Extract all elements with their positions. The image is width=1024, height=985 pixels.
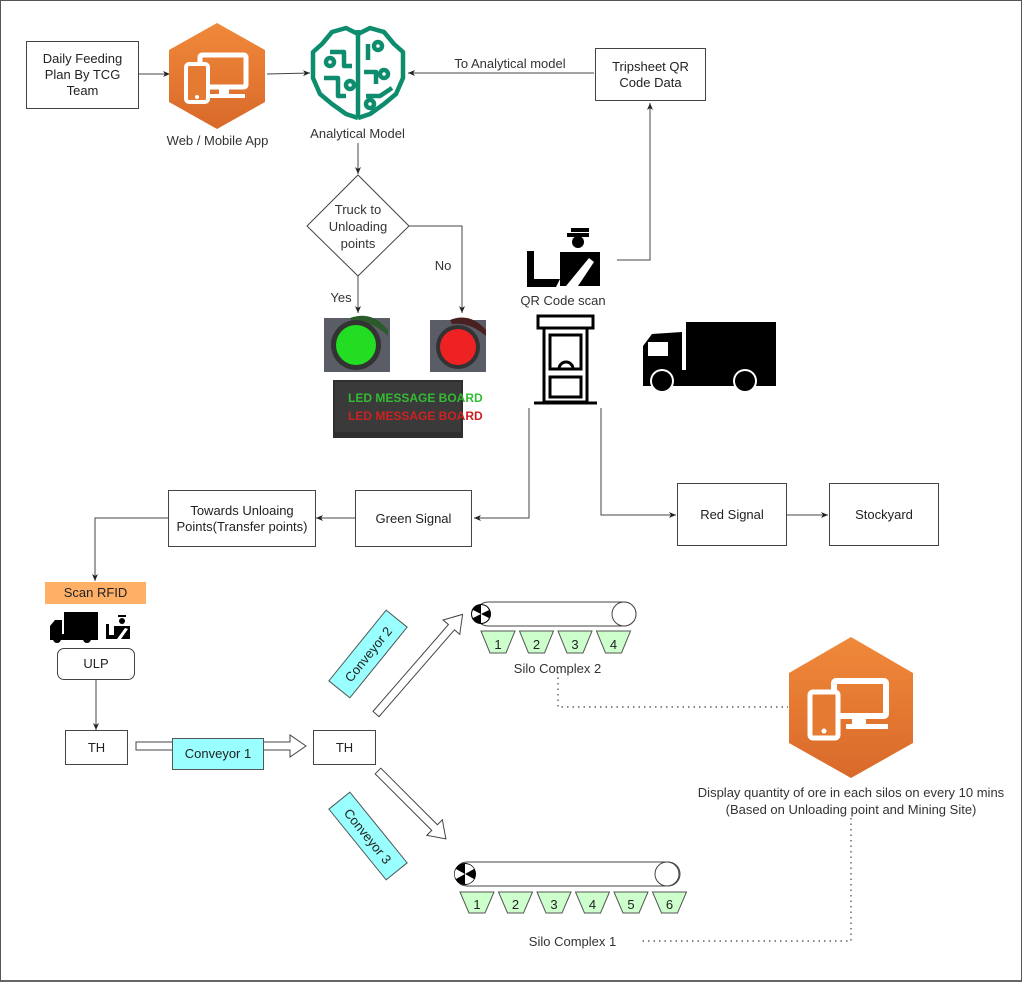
red-traffic-light-icon bbox=[430, 317, 486, 372]
conveyor2-arrow bbox=[372, 613, 464, 718]
small-officer-icon bbox=[106, 615, 130, 639]
silo-hopper[interactable]: 2 bbox=[497, 891, 534, 914]
silo-number: 1 bbox=[494, 637, 501, 652]
decision-text: Truck to Unloading points bbox=[328, 202, 388, 251]
edge-label-no: No bbox=[434, 258, 452, 273]
silo-number: 5 bbox=[627, 897, 634, 912]
silo-number: 3 bbox=[571, 637, 578, 652]
edge-towards-to-rfid bbox=[92, 517, 168, 581]
tripsheet-qr-box[interactable]: Tripsheet QR Code Data bbox=[595, 48, 706, 101]
silo-complex-1-belt bbox=[454, 861, 681, 887]
silo-hopper[interactable]: 6 bbox=[651, 891, 688, 914]
silo-number: 6 bbox=[666, 897, 673, 912]
red-signal-box[interactable]: Red Signal bbox=[677, 483, 787, 546]
silo-number: 2 bbox=[533, 637, 540, 652]
silo-hopper[interactable]: 1 bbox=[480, 630, 516, 654]
silo-complex-2-label: Silo Complex 2 bbox=[513, 661, 602, 676]
edge-decision-no bbox=[409, 225, 465, 313]
conveyor-1-label[interactable]: Conveyor 1 bbox=[172, 738, 264, 770]
green-traffic-light-icon bbox=[324, 315, 390, 372]
green-signal-box[interactable]: Green Signal bbox=[355, 490, 472, 547]
silo-hopper[interactable]: 4 bbox=[574, 891, 611, 914]
edge-label-yes: Yes bbox=[330, 290, 352, 305]
silo-shape bbox=[574, 891, 611, 914]
conveyor3-arrow bbox=[374, 767, 447, 840]
stockyard-box[interactable]: Stockyard bbox=[829, 483, 939, 546]
silo-number: 3 bbox=[550, 897, 557, 912]
silo-shape bbox=[557, 630, 593, 654]
silo-number: 4 bbox=[610, 637, 617, 652]
silo-complex-1: 1 2 3 4 5 6 bbox=[459, 891, 688, 914]
led-message-board-icon: LED MESSAGE BOARD LED MESSAGE BOARD bbox=[333, 380, 483, 438]
th-left-box[interactable]: TH bbox=[65, 730, 128, 765]
silo-shape bbox=[480, 630, 516, 654]
ulp-box[interactable]: ULP bbox=[57, 648, 135, 680]
scan-rfid-box[interactable]: Scan RFID bbox=[45, 582, 146, 604]
ai-brain-icon bbox=[310, 25, 406, 121]
silo-shape bbox=[613, 891, 649, 914]
silo-complex-2: 1 2 3 4 bbox=[480, 630, 632, 654]
led-line-1: LED MESSAGE BOARD bbox=[348, 391, 483, 405]
silo-shape bbox=[518, 630, 555, 654]
small-truck-icon bbox=[50, 612, 98, 643]
silo-number: 1 bbox=[473, 897, 480, 912]
silo-complex-2-belt bbox=[471, 601, 637, 627]
customs-officer-icon bbox=[527, 228, 600, 287]
silo-hopper[interactable]: 5 bbox=[613, 891, 649, 914]
silo-hopper[interactable]: 4 bbox=[595, 630, 632, 654]
dotted-silo2-to-display bbox=[557, 672, 788, 708]
display-text-line-2: (Based on Unloading point and Mining Sit… bbox=[725, 802, 977, 817]
th-right-box[interactable]: TH bbox=[313, 730, 376, 765]
silo-shape bbox=[651, 891, 688, 914]
silo-hopper[interactable]: 3 bbox=[536, 891, 572, 914]
guard-booth-icon bbox=[534, 314, 597, 405]
edge-app-to-model bbox=[266, 70, 311, 77]
analytical-model-label: Analytical Model bbox=[310, 126, 405, 141]
silo-shape bbox=[497, 891, 534, 914]
silo-number: 2 bbox=[512, 897, 519, 912]
web-app-icon bbox=[169, 23, 265, 129]
display-text-line-1: Display quantity of ore in each silos on… bbox=[697, 785, 1005, 800]
silo-hopper[interactable]: 3 bbox=[557, 630, 593, 654]
silo-shape bbox=[536, 891, 572, 914]
silo-complex-1-label: Silo Complex 1 bbox=[528, 934, 617, 949]
silo-number: 4 bbox=[589, 897, 596, 912]
qr-code-scan-label: QR Code scan bbox=[520, 293, 606, 308]
silo-shape bbox=[595, 630, 632, 654]
web-app-label: Web / Mobile App bbox=[166, 133, 269, 148]
daily-feeding-plan-box[interactable]: Daily Feeding Plan By TCG Team bbox=[26, 41, 139, 109]
edge-booth-to-green bbox=[474, 408, 530, 521]
display-devices-icon bbox=[789, 637, 913, 778]
towards-unloading-box[interactable]: Towards Unloaing Points(Transfer points) bbox=[168, 490, 316, 547]
silo-shape bbox=[459, 891, 495, 914]
truck-icon bbox=[643, 322, 776, 393]
led-line-2: LED MESSAGE BOARD bbox=[348, 409, 483, 423]
silo-hopper[interactable]: 1 bbox=[459, 891, 495, 914]
edge-qr-to-tripsheet bbox=[617, 103, 653, 261]
silo-hopper[interactable]: 2 bbox=[518, 630, 555, 654]
edge-booth-to-red bbox=[600, 408, 676, 518]
display-text: Display quantity of ore in each silos on… bbox=[668, 784, 1024, 818]
edge-label-to-analytical: To Analytical model bbox=[454, 56, 566, 71]
decision-diamond bbox=[306, 174, 410, 277]
